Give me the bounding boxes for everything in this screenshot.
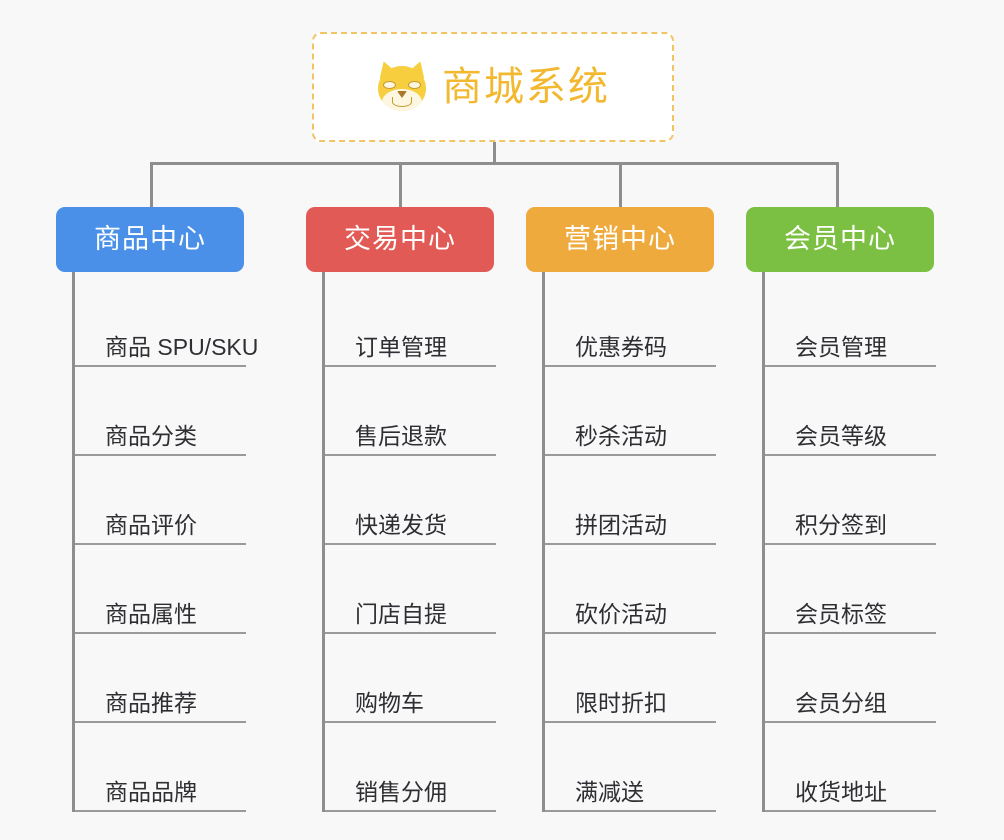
connector-root-stem — [493, 142, 496, 164]
leaf-item[interactable]: 积分签到 — [765, 456, 936, 545]
leaf-item[interactable]: 会员分组 — [765, 634, 936, 723]
leaf-item[interactable]: 限时折扣 — [545, 634, 716, 723]
root-node-商城系统[interactable]: 商城系统 — [312, 32, 674, 142]
leaf-item[interactable]: 商品推荐 — [75, 634, 246, 723]
connector-drop-branch-4 — [836, 162, 839, 208]
leaf-label: 拼团活动 — [575, 512, 667, 538]
branch-header-4[interactable]: 会员中心 — [746, 207, 934, 272]
leaf-item[interactable]: 售后退款 — [325, 367, 496, 456]
leaf-label: 售后退款 — [355, 423, 447, 449]
connector-drop-branch-1 — [150, 162, 153, 208]
leaf-label: 商品属性 — [105, 601, 197, 627]
leaf-label: 优惠券码 — [575, 334, 667, 360]
leaf-item[interactable]: 商品品牌 — [75, 723, 246, 812]
leaf-item[interactable]: 购物车 — [325, 634, 496, 723]
leaf-label: 快递发货 — [355, 512, 447, 538]
leaf-item[interactable]: 会员等级 — [765, 367, 936, 456]
leaf-item[interactable]: 满减送 — [545, 723, 716, 812]
branch-leaf-list-4: 会员管理 会员等级 积分签到 会员标签 会员分组 收货地址 — [762, 272, 936, 812]
connector-horizontal-bus — [150, 162, 839, 165]
leaf-item[interactable]: 商品分类 — [75, 367, 246, 456]
leaf-label: 会员分组 — [795, 690, 887, 716]
leaf-item[interactable]: 门店自提 — [325, 545, 496, 634]
branch-column-4: 会员中心 会员管理 会员等级 积分签到 会员标签 会员分组 收货地址 — [746, 207, 936, 812]
leaf-label: 满减送 — [575, 779, 644, 805]
leaf-label: 限时折扣 — [575, 690, 667, 716]
leaf-label: 订单管理 — [355, 334, 447, 360]
leaf-label: 秒杀活动 — [575, 423, 667, 449]
branch-leaf-list-3: 优惠券码 秒杀活动 拼团活动 砍价活动 限时折扣 满减送 — [542, 272, 716, 812]
leaf-item[interactable]: 拼团活动 — [545, 456, 716, 545]
branch-column-2: 交易中心 订单管理 售后退款 快递发货 门店自提 购物车 销售分佣 — [306, 207, 496, 812]
leaf-item[interactable]: 商品属性 — [75, 545, 246, 634]
branch-header-3[interactable]: 营销中心 — [526, 207, 714, 272]
branch-column-3: 营销中心 优惠券码 秒杀活动 拼团活动 砍价活动 限时折扣 满减送 — [526, 207, 716, 812]
root-title: 商城系统 — [442, 65, 610, 109]
leaf-label: 门店自提 — [355, 601, 447, 627]
leaf-label: 积分签到 — [795, 512, 887, 538]
leaf-label: 销售分佣 — [355, 779, 447, 805]
leaf-label: 商品评价 — [105, 512, 197, 538]
leaf-item[interactable]: 会员管理 — [765, 278, 936, 367]
leaf-item[interactable]: 订单管理 — [325, 278, 496, 367]
leaf-item[interactable]: 销售分佣 — [325, 723, 496, 812]
connector-drop-branch-2 — [399, 162, 402, 208]
branch-leaf-list-2: 订单管理 售后退款 快递发货 门店自提 购物车 销售分佣 — [322, 272, 496, 812]
branch-column-1: 商品中心 商品 SPU/SKU 商品分类 商品评价 商品属性 商品推荐 商品品牌 — [56, 207, 258, 812]
leaf-item[interactable]: 会员标签 — [765, 545, 936, 634]
leaf-label: 收货地址 — [795, 779, 887, 805]
branch-header-2[interactable]: 交易中心 — [306, 207, 494, 272]
leaf-label: 会员标签 — [795, 601, 887, 627]
shiba-inu-dog-face-icon — [375, 58, 429, 113]
leaf-label: 商品推荐 — [105, 690, 197, 716]
branch-header-1[interactable]: 商品中心 — [56, 207, 244, 272]
leaf-label: 会员等级 — [795, 423, 887, 449]
leaf-item[interactable]: 秒杀活动 — [545, 367, 716, 456]
leaf-item[interactable]: 商品 SPU/SKU — [75, 278, 258, 367]
connector-drop-branch-3 — [619, 162, 622, 208]
leaf-item[interactable]: 优惠券码 — [545, 278, 716, 367]
leaf-label: 砍价活动 — [575, 601, 667, 627]
leaf-label: 商品品牌 — [105, 779, 197, 805]
leaf-label: 会员管理 — [795, 334, 887, 360]
leaf-item[interactable]: 砍价活动 — [545, 545, 716, 634]
leaf-label: 商品分类 — [105, 423, 197, 449]
leaf-label: 购物车 — [355, 690, 424, 716]
leaf-item[interactable]: 快递发货 — [325, 456, 496, 545]
branch-leaf-list-1: 商品 SPU/SKU 商品分类 商品评价 商品属性 商品推荐 商品品牌 — [72, 272, 258, 812]
leaf-label: 商品 SPU/SKU — [105, 334, 259, 360]
leaf-item[interactable]: 收货地址 — [765, 723, 936, 812]
leaf-item[interactable]: 商品评价 — [75, 456, 246, 545]
